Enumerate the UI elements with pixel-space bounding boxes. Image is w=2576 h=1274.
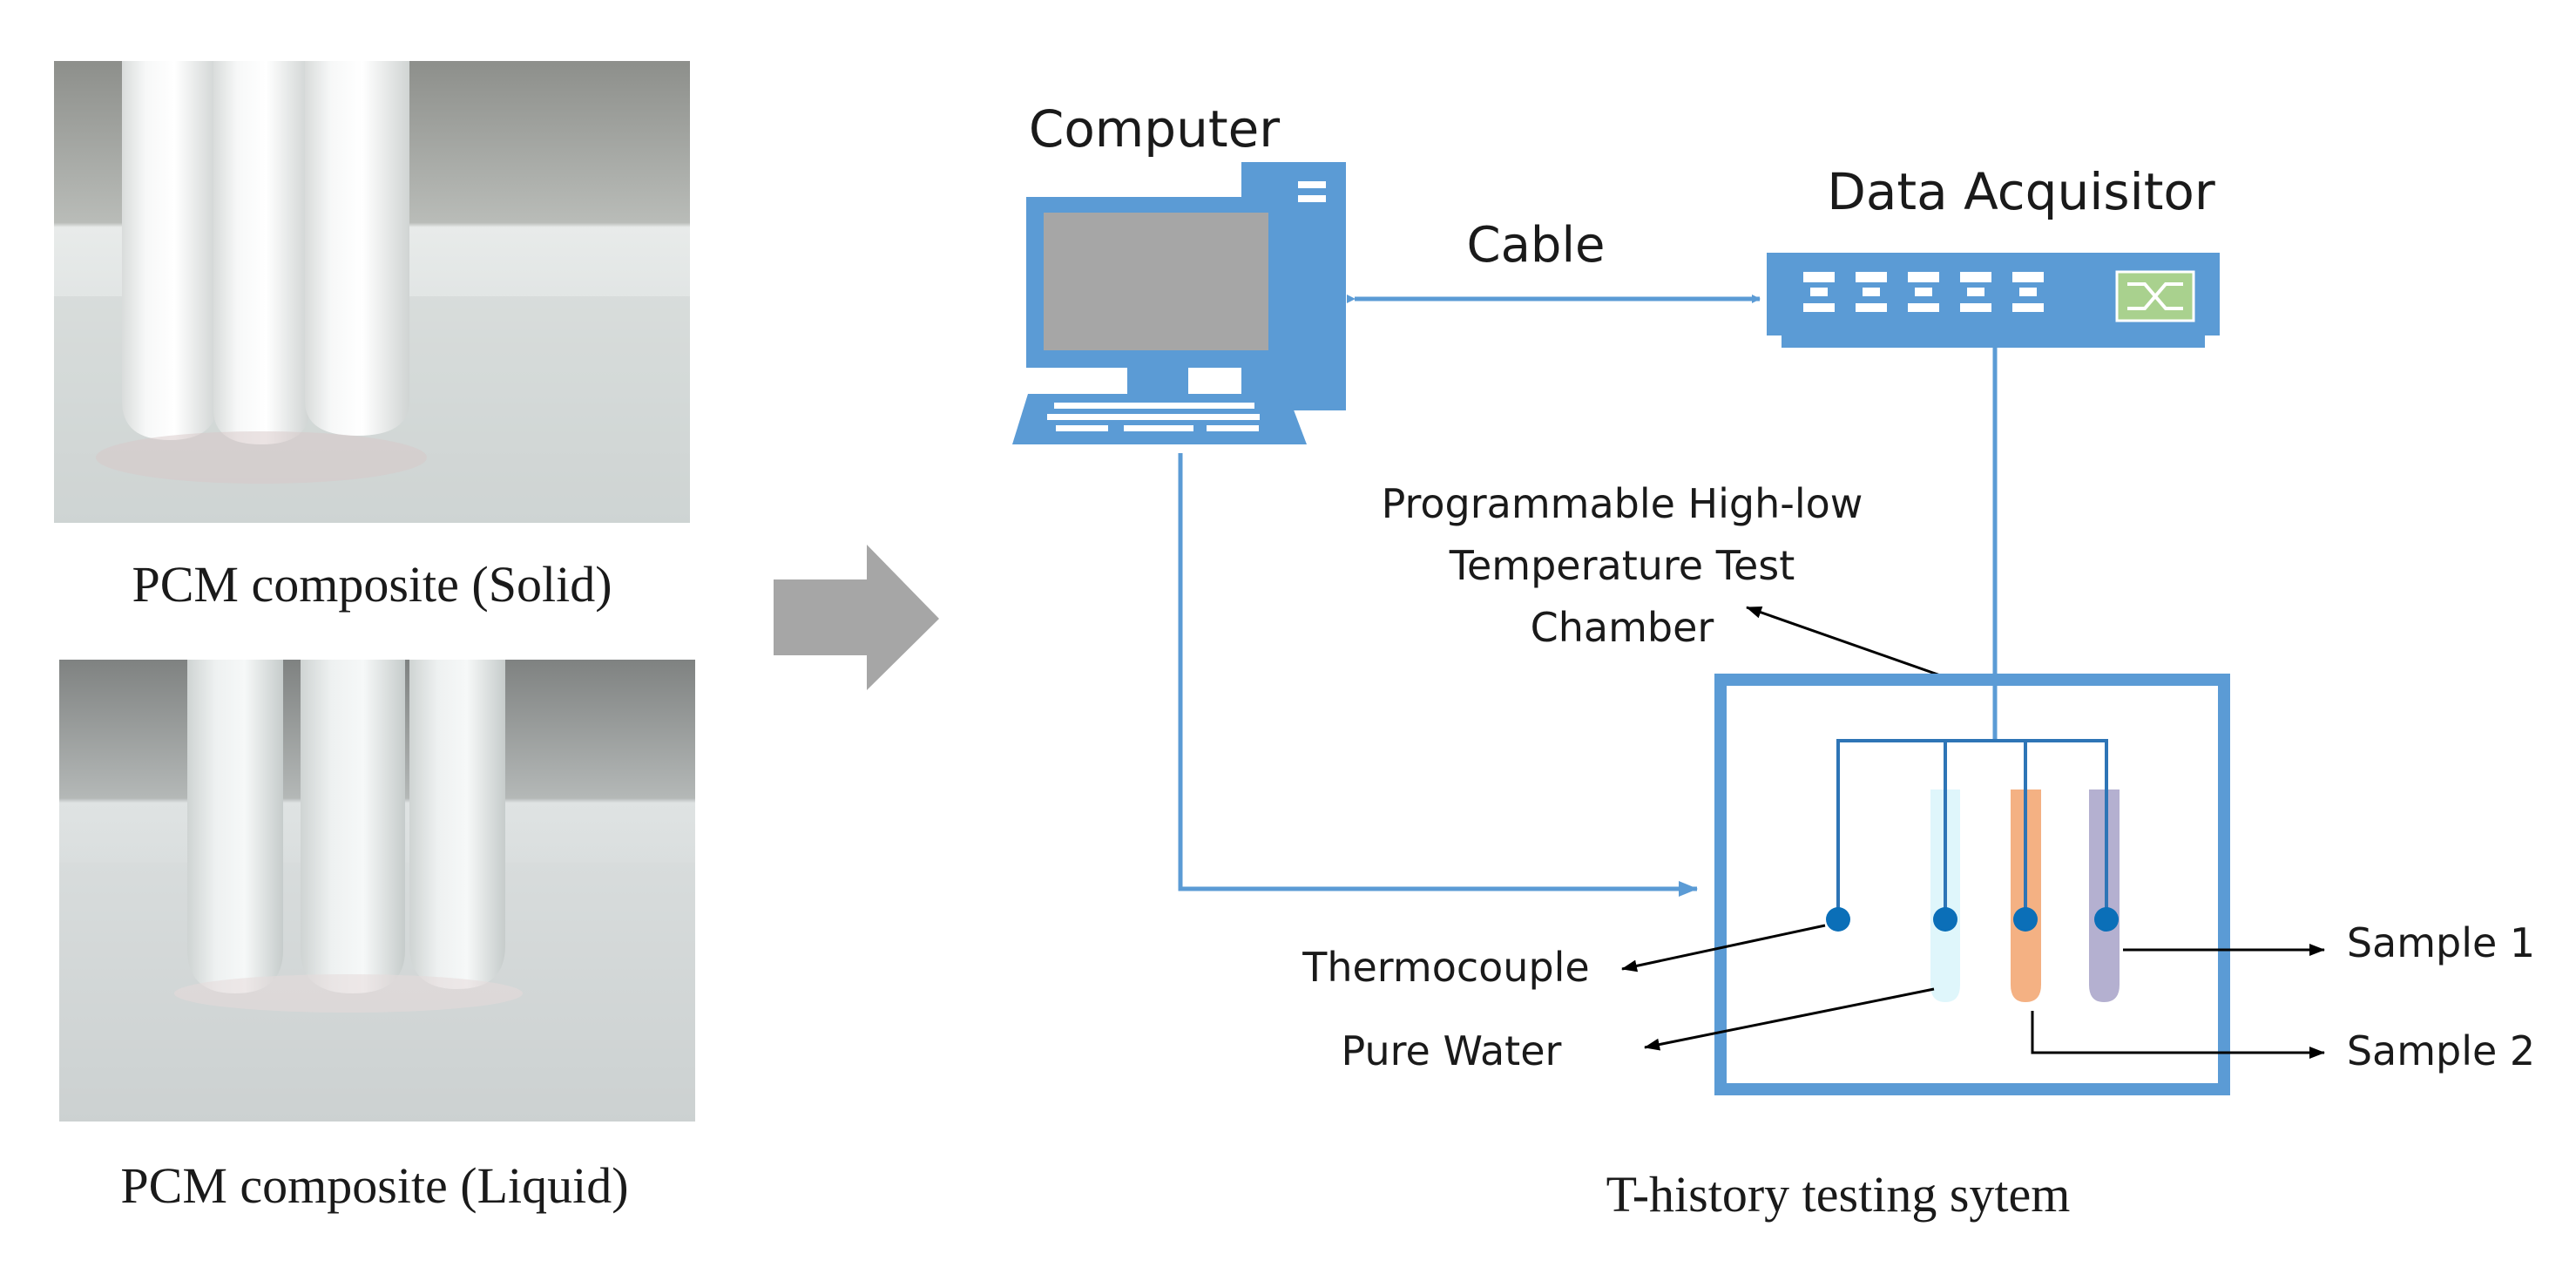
sample1-label: Sample 1 — [2347, 919, 2535, 966]
data-acquisitor-icon — [1767, 253, 2220, 348]
thermocouple-label: Thermocouple — [1302, 944, 1589, 991]
thermocouple-tips — [1826, 907, 2119, 932]
data-acquisitor-label: Data Acquisitor — [1827, 162, 2215, 221]
chamber-label-line-1: Programmable High-low — [1382, 480, 1863, 527]
chamber-label-line-2: Temperature Test — [1449, 542, 1795, 589]
label-pointers — [1621, 924, 2325, 1059]
computer-icon — [1012, 162, 1346, 444]
sample1-tube — [2089, 789, 2120, 1002]
chamber-label-line-3: Chamber — [1531, 604, 1714, 651]
solid-photo — [54, 61, 690, 523]
liquid-caption: PCM composite (Liquid) — [120, 1157, 628, 1214]
system-caption: T-history testing sytem — [1606, 1166, 2071, 1223]
test-chamber — [1714, 674, 2230, 1095]
process-arrow-icon — [774, 545, 939, 690]
chamber-pointer — [1746, 606, 1944, 678]
sample2-label: Sample 2 — [2347, 1027, 2535, 1074]
cable-label: Cable — [1467, 217, 1606, 274]
thermocouple-probes — [1836, 739, 2108, 919]
liquid-photo — [59, 660, 695, 1122]
pure-water-label: Pure Water — [1342, 1027, 1562, 1074]
solid-caption: PCM composite (Solid) — [132, 556, 612, 613]
computer-label: Computer — [1029, 99, 1280, 159]
